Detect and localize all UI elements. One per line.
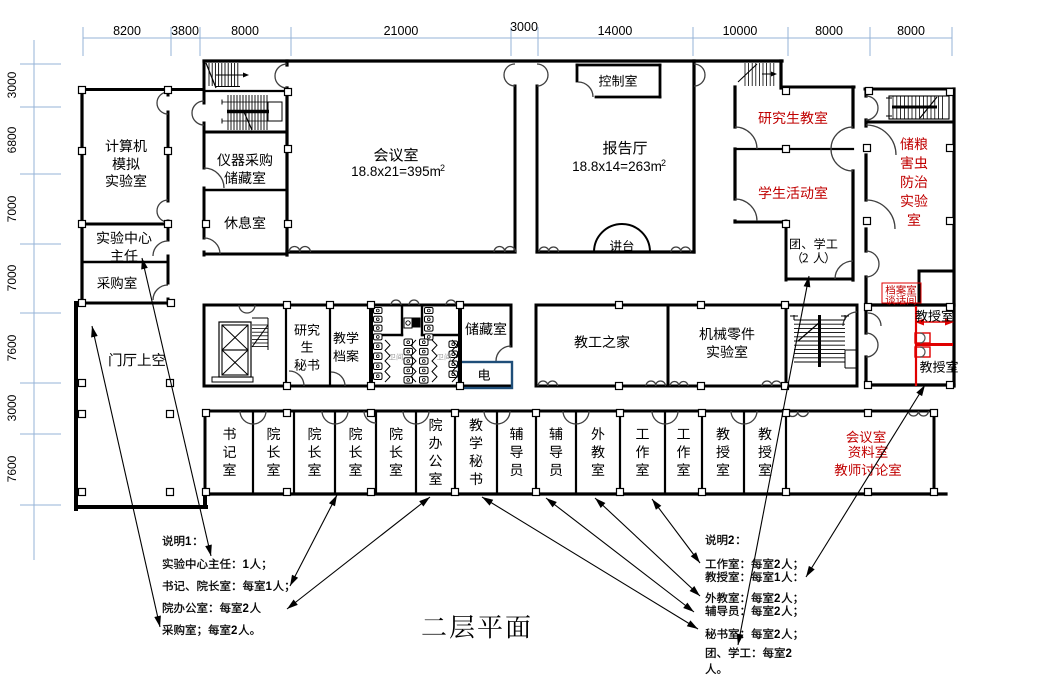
svg-text:8000: 8000: [815, 24, 843, 38]
svg-text:7600: 7600: [5, 334, 19, 361]
svg-text:18.8x21=395m: 18.8x21=395m: [351, 164, 441, 179]
svg-text:2: 2: [774, 606, 780, 618]
svg-text:7600: 7600: [5, 455, 19, 482]
svg-text:3000: 3000: [510, 20, 538, 34]
svg-text:2: 2: [786, 648, 792, 660]
svg-text:6800: 6800: [5, 126, 19, 153]
svg-text:3000: 3000: [5, 394, 19, 421]
svg-text:2: 2: [661, 158, 666, 168]
svg-text:8200: 8200: [113, 24, 141, 38]
svg-text:1: 1: [243, 559, 250, 571]
svg-text:2: 2: [243, 603, 249, 615]
svg-text:7000: 7000: [5, 264, 19, 291]
svg-text:2: 2: [728, 535, 734, 547]
svg-text:3000: 3000: [5, 71, 19, 98]
svg-text:7000: 7000: [5, 195, 19, 222]
svg-text:2: 2: [774, 593, 780, 605]
svg-text:1: 1: [774, 572, 781, 584]
svg-text:1: 1: [185, 536, 192, 548]
svg-text:2: 2: [774, 559, 780, 571]
svg-text:1: 1: [266, 581, 273, 593]
svg-text:8000: 8000: [897, 24, 925, 38]
svg-text:21000: 21000: [384, 24, 419, 38]
svg-text:3800: 3800: [171, 24, 199, 38]
svg-text:18.8x14=263m: 18.8x14=263m: [572, 159, 662, 174]
svg-text:10000: 10000: [723, 24, 758, 38]
svg-text:2: 2: [231, 625, 237, 637]
svg-text:2: 2: [440, 163, 445, 173]
svg-text:14000: 14000: [598, 24, 633, 38]
svg-text:2: 2: [774, 629, 780, 641]
svg-text:8000: 8000: [231, 24, 259, 38]
